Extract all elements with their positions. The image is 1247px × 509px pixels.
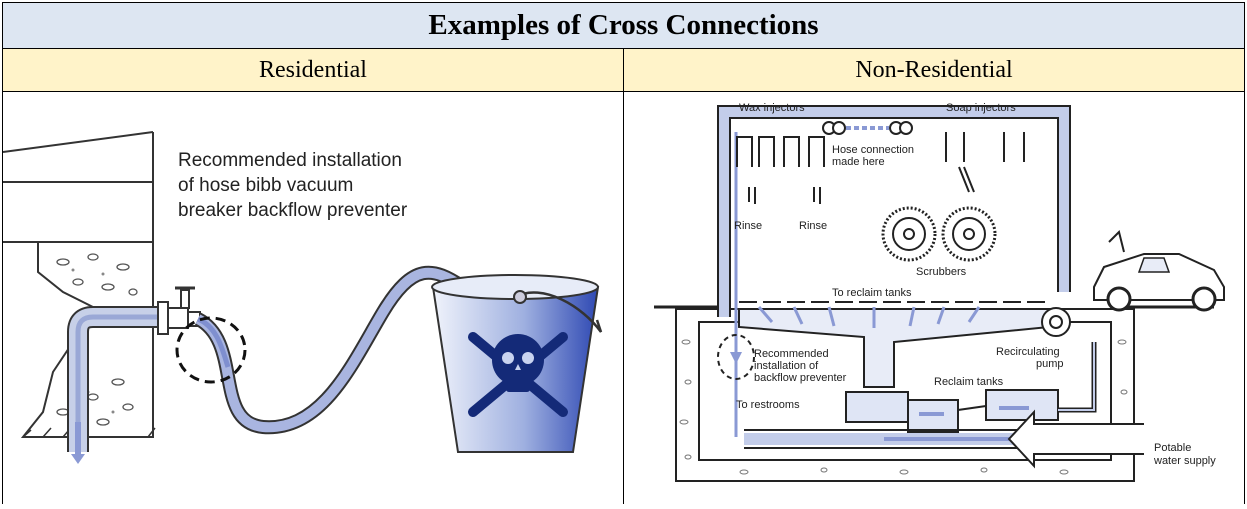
label-hose-connection-1: Hose connection (832, 144, 914, 156)
recirculating-pump (1041, 307, 1071, 337)
residential-caption-line-2: of hose bibb vacuum (178, 175, 353, 196)
table-title: Examples of Cross Connections (3, 2, 1244, 49)
hose-bibb (157, 286, 201, 335)
label-to-restrooms: To restrooms (736, 399, 800, 411)
label-reclaim-tanks: Reclaim tanks (934, 376, 1004, 388)
label-potable-water-2: water supply (1153, 455, 1216, 467)
label-wax-injectors: Wax injectors (739, 102, 805, 114)
poison-skull-icon (468, 332, 568, 417)
wax-injectors (736, 136, 825, 204)
column-header-non-residential: Non-Residential (623, 49, 1244, 91)
hose-connection (822, 121, 913, 135)
label-recirculating-pump-2: pump (1036, 358, 1064, 370)
label-rinse-right: Rinse (799, 220, 827, 232)
reclaim-tanks (845, 389, 1059, 433)
scrubbers (881, 206, 997, 262)
column-header-residential: Residential (259, 56, 367, 83)
residential-caption-line-1: Recommended installation (178, 150, 402, 171)
residential-illustration: Recommended installation of hose bibb va… (2, 131, 603, 464)
label-soap-injectors: Soap injectors (946, 102, 1016, 114)
contaminated-bucket (431, 274, 603, 453)
reclaim-trough (738, 310, 1050, 388)
label-rinse-left: Rinse (734, 220, 762, 232)
backflow-preventer-highlight (717, 334, 755, 380)
non-residential-cell: Wax injectors Soap injectors Hose connec… (623, 92, 1244, 504)
label-potable-water-1: Potable (1154, 442, 1191, 454)
house-siding (2, 131, 154, 243)
label-scrubbers: Scrubbers (916, 266, 967, 278)
potable-water-arrow (1007, 409, 1144, 469)
label-recommended-3: backflow preventer (754, 372, 847, 384)
column-header-row: Residential Non-Residential (3, 49, 1244, 92)
residential-cell: Recommended installation of hose bibb va… (2, 92, 623, 504)
label-recommended-2: installation of (754, 360, 819, 372)
label-hose-connection-2: made here (832, 156, 885, 168)
residential-caption-line-3: breaker backflow preventer (178, 200, 408, 221)
label-to-reclaim-tanks: To reclaim tanks (832, 287, 912, 299)
label-recirculating-pump-1: Recirculating (996, 346, 1060, 358)
car-icon (1093, 230, 1225, 312)
non-residential-illustration: Wax injectors Soap injectors Hose connec… (654, 102, 1225, 482)
vacuum-breaker-highlight (175, 316, 247, 384)
drain-arrows (757, 306, 981, 328)
soap-injectors (945, 132, 1025, 193)
label-recommended-1: Recommended (754, 348, 829, 360)
illustration-row: Recommended installation of hose bibb va… (2, 92, 1244, 504)
